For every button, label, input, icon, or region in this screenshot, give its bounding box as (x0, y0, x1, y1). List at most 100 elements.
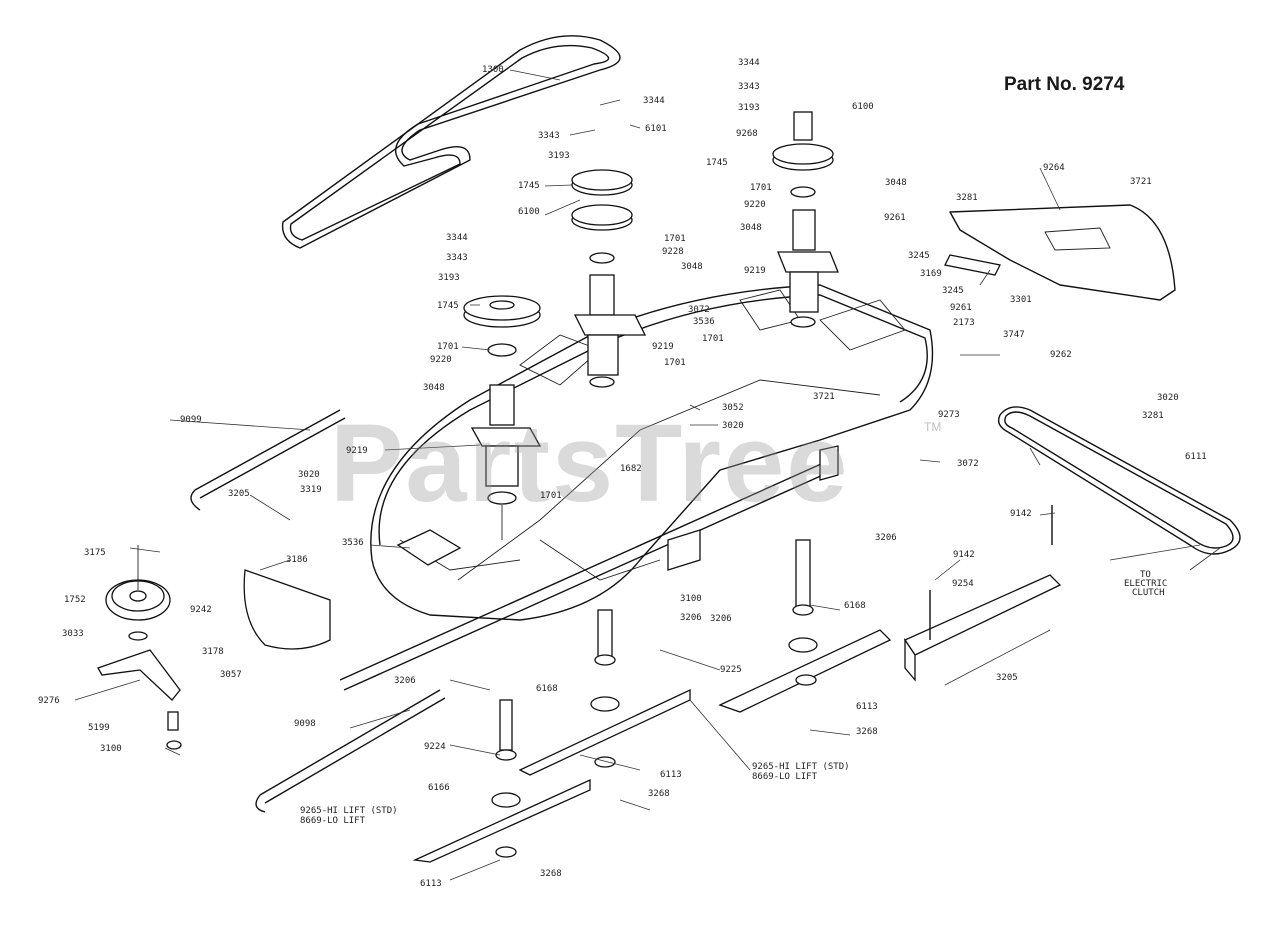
callout-label: 9254 (952, 579, 974, 589)
callout-label: 8669-LO LIFT (300, 816, 366, 826)
callout-label: 9219 (652, 342, 674, 352)
callout-label: 9262 (1050, 350, 1072, 360)
callout-label: TO (1140, 570, 1151, 580)
spindle-left (463, 295, 542, 540)
callout-label: 3020 (1157, 393, 1179, 403)
callout-label: 9219 (346, 446, 368, 456)
callout-label: 3344 (738, 58, 760, 68)
part-number-title: Part No. 9274 (1004, 74, 1125, 95)
callout-label: 1701 (750, 183, 772, 193)
callout-label: 1300 (482, 65, 504, 75)
callout-label: 3206 (710, 614, 732, 624)
callout-label: 3193 (738, 103, 760, 113)
callout-label: 3268 (856, 727, 878, 737)
callout-label: 3343 (446, 253, 468, 263)
callout-label: 9265-HI LIFT (STD) (300, 806, 398, 816)
callout-label: 9225 (720, 665, 742, 675)
idler-pulley-1752 (97, 545, 182, 750)
callout-label: 9142 (953, 550, 975, 560)
callout-label: 9276 (38, 696, 60, 706)
callout-label: 3020 (298, 470, 320, 480)
callout-label: 9228 (662, 247, 684, 257)
callout-label: 9268 (736, 129, 758, 139)
callout-label: 3206 (394, 676, 416, 686)
callout-label: 3072 (688, 305, 710, 315)
callout-label: CLUTCH (1132, 588, 1165, 598)
callout-label: 6168 (844, 601, 866, 611)
callout-label: 3301 (1010, 295, 1032, 305)
callout-label: 3281 (1142, 411, 1164, 421)
bracket-9254 (904, 505, 1062, 682)
callout-label: 3205 (228, 489, 250, 499)
trademark-mark: TM (924, 420, 942, 434)
callout-label: 3178 (202, 647, 224, 657)
rods (190, 409, 446, 813)
callout-label: 3268 (648, 789, 670, 799)
callout-label: 3206 (680, 613, 702, 623)
callout-label: 6166 (428, 783, 450, 793)
callout-label: 1701 (437, 342, 459, 352)
callout-label: 3281 (956, 193, 978, 203)
callout-label: 3048 (681, 262, 703, 272)
belt-cover-9264 (944, 204, 1176, 301)
callout-label: 1701 (664, 358, 686, 368)
callout-label: 3319 (300, 485, 322, 495)
blades (412, 629, 892, 863)
callout-label: 3057 (220, 670, 242, 680)
callout-label: 3020 (722, 421, 744, 431)
callout-label: 3721 (1130, 177, 1152, 187)
callout-label: 3072 (957, 459, 979, 469)
front-rail (339, 445, 839, 691)
callout-label: 3747 (1003, 330, 1025, 340)
callout-label: 1745 (706, 158, 728, 168)
callout-label: 3193 (548, 151, 570, 161)
callout-label: 3344 (446, 233, 468, 243)
callout-label: 3186 (286, 555, 308, 565)
callout-label: 3100 (680, 594, 702, 604)
callout-label: 1701 (664, 234, 686, 244)
callout-label: 6168 (536, 684, 558, 694)
callout-label: 6100 (518, 207, 540, 217)
callout-label: 3048 (423, 383, 445, 393)
callout-label: 9273 (938, 410, 960, 420)
callout-label: 3169 (920, 269, 942, 279)
drive-belt-1300 (281, 35, 621, 249)
callout-label: 1745 (437, 301, 459, 311)
spindle-center (571, 169, 647, 388)
callout-label: 3100 (100, 744, 122, 754)
callout-label: 9265-HI LIFT (STD) (752, 762, 850, 772)
callout-label: ELECTRIC (1124, 579, 1168, 589)
callout-label: 9142 (1010, 509, 1032, 519)
callout-label: 3245 (942, 286, 964, 296)
callout-label: 8669-LO LIFT (752, 772, 818, 782)
leader-lines (74, 69, 1221, 881)
callout-label: 3343 (738, 82, 760, 92)
deck-belt-6111 (997, 406, 1241, 555)
callout-label: 6113 (660, 770, 682, 780)
callout-label: 9264 (1043, 163, 1065, 173)
callout-label: 9220 (430, 355, 452, 365)
callout-label: 6113 (856, 702, 878, 712)
callout-label: 3245 (908, 251, 930, 261)
callout-label: 1701 (540, 491, 562, 501)
callout-label: 3175 (84, 548, 106, 558)
callout-label: 3206 (875, 533, 897, 543)
callout-label: 1752 (64, 595, 86, 605)
callout-label: 3536 (342, 538, 364, 548)
callout-label: 1682 (620, 464, 642, 474)
callout-label: 6113 (420, 879, 442, 889)
callout-label: 3344 (643, 96, 665, 106)
blade-shafts (491, 539, 818, 808)
callout-label: 1745 (518, 181, 540, 191)
belt-guard-9242 (243, 569, 331, 650)
callout-label: 3205 (996, 673, 1018, 683)
callout-label: 3721 (813, 392, 835, 402)
callout-label: 2173 (953, 318, 975, 328)
callout-label: 6101 (645, 124, 667, 134)
spindle-right (772, 111, 839, 328)
callout-label: 3048 (740, 223, 762, 233)
callout-label: 9261 (884, 213, 906, 223)
callout-label: 9224 (424, 742, 446, 752)
callout-label: 9261 (950, 303, 972, 313)
